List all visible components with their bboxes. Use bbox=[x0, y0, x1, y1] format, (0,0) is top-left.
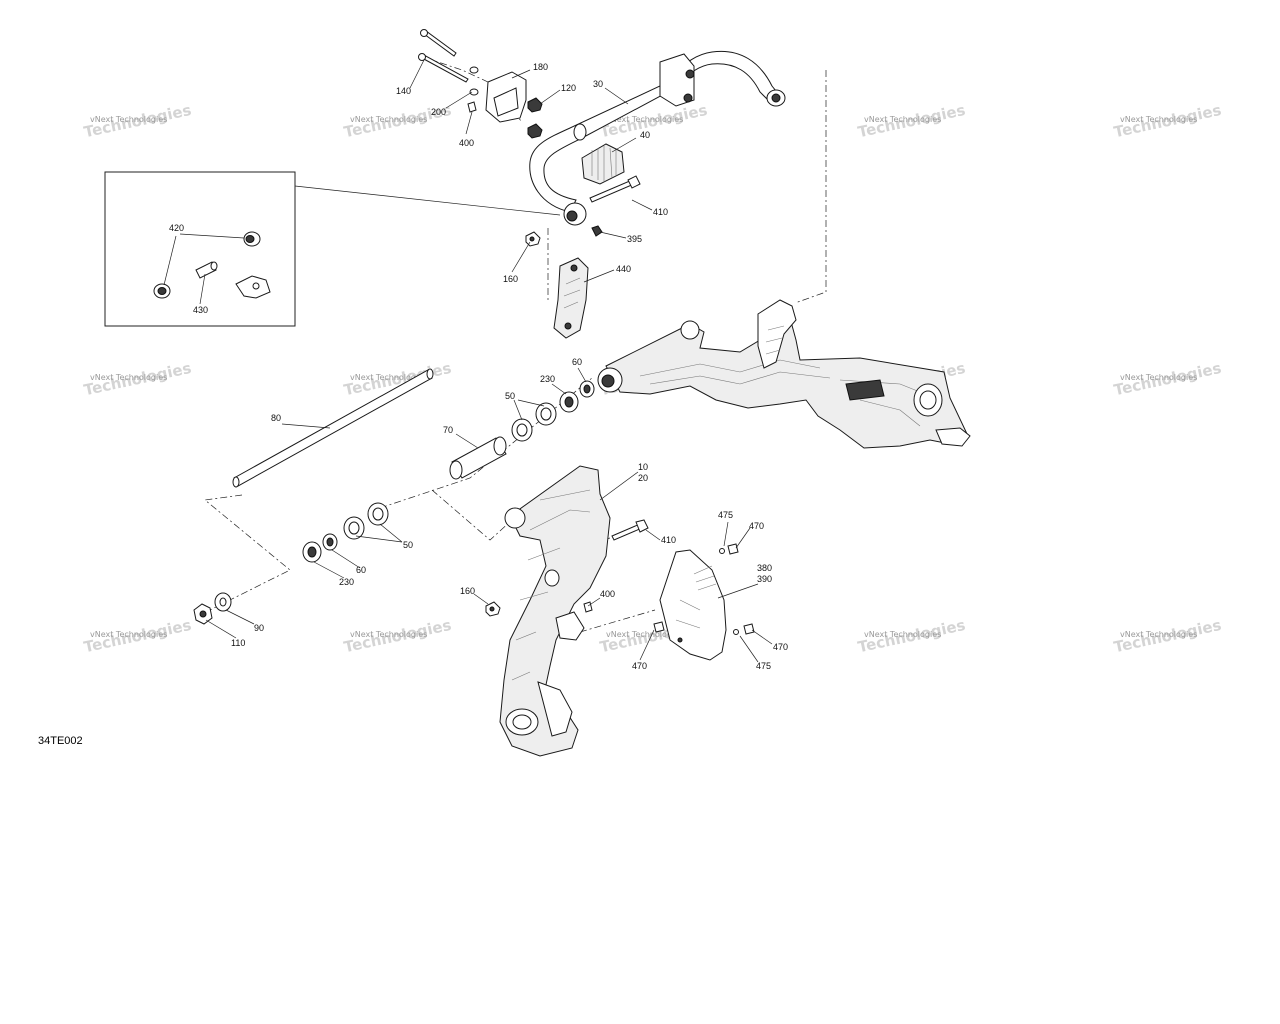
bushing-part bbox=[243, 231, 261, 247]
diagram-reference-code: 34TE002 bbox=[38, 735, 83, 747]
callout-70: 70 bbox=[443, 425, 453, 435]
callout-390: 390 bbox=[757, 574, 772, 584]
centerline-lower bbox=[431, 489, 513, 541]
leader-430 bbox=[199, 273, 206, 305]
callout-80: 80 bbox=[271, 413, 281, 423]
inset-frame bbox=[104, 171, 296, 327]
nut-395 bbox=[591, 225, 603, 237]
callout-60-lower: 60 bbox=[356, 565, 366, 575]
callout-400-lower: 400 bbox=[600, 589, 615, 599]
nut-160-lower bbox=[485, 601, 501, 617]
watermark-text: vNext Technologies bbox=[864, 630, 941, 639]
callout-410-upper: 410 bbox=[653, 207, 668, 217]
watermark-text: vNext Technologies bbox=[90, 373, 167, 382]
bar-bushing bbox=[581, 143, 625, 185]
arm-guard bbox=[659, 549, 727, 661]
callout-50-lower: 50 bbox=[403, 540, 413, 550]
callout-475-lower: 475 bbox=[756, 661, 771, 671]
watermark-text: vNext Technologies bbox=[350, 115, 427, 124]
lower-trailing-arm bbox=[499, 465, 611, 757]
callout-20: 20 bbox=[638, 473, 648, 483]
lower-arm-pivot bbox=[504, 507, 526, 529]
guard-screws bbox=[653, 543, 755, 635]
lower-bearings bbox=[302, 502, 389, 563]
callout-60-upper: 60 bbox=[572, 357, 582, 367]
callout-475-upper: 475 bbox=[718, 510, 733, 520]
watermark-text: vNext Technologies bbox=[350, 630, 427, 639]
stabilizer-link bbox=[553, 257, 589, 339]
callout-110: 110 bbox=[231, 638, 245, 648]
callout-440: 440 bbox=[616, 264, 631, 274]
centerline-right bbox=[794, 70, 827, 304]
arm-guard-body bbox=[659, 549, 727, 661]
shaft-washer bbox=[214, 592, 232, 612]
callout-410-lower: 410 bbox=[661, 535, 676, 545]
callout-200: 200 bbox=[431, 107, 446, 117]
leader-lines bbox=[205, 59, 773, 663]
upper-arm-mount bbox=[757, 299, 797, 369]
centerline-guard bbox=[579, 609, 656, 633]
lower-arm-bushing bbox=[544, 569, 560, 587]
callout-140: 140 bbox=[396, 86, 411, 96]
watermark-text: vNext Technologies bbox=[1120, 630, 1197, 639]
bar-clamp-right bbox=[659, 53, 695, 107]
link-bolt-lower bbox=[611, 519, 649, 541]
callout-400-upper: 400 bbox=[459, 138, 474, 148]
inset-pointer-line bbox=[294, 185, 561, 216]
callout-160-upper: 160 bbox=[503, 274, 518, 284]
callout-160-lower: 160 bbox=[460, 586, 475, 596]
link-bolt-upper bbox=[589, 175, 641, 203]
stabilizer-bar bbox=[529, 50, 786, 226]
callout-380: 380 bbox=[757, 563, 772, 573]
callout-10: 10 bbox=[638, 462, 648, 472]
watermark-text: vNext Technologies bbox=[350, 373, 427, 382]
callout-470-right: 470 bbox=[773, 642, 788, 652]
upper-arm-body bbox=[605, 317, 969, 449]
clamp-bolts bbox=[418, 29, 469, 83]
centerline-left bbox=[199, 494, 291, 616]
watermark-text: vNext Technologies bbox=[606, 115, 683, 124]
callout-180: 180 bbox=[533, 62, 548, 72]
watermark-text: vNext Technologies bbox=[90, 115, 167, 124]
callout-40: 40 bbox=[640, 130, 650, 140]
shaft-nut bbox=[193, 603, 213, 625]
callout-430: 430 bbox=[193, 305, 208, 315]
detail-inset bbox=[104, 171, 561, 327]
callout-90: 90 bbox=[254, 623, 264, 633]
clip-part bbox=[235, 275, 271, 299]
callout-395: 395 bbox=[627, 234, 642, 244]
washer-400-lower bbox=[583, 601, 593, 613]
watermark-text: vNext Technologies bbox=[1120, 115, 1197, 124]
watermark-text: vNext Technologies bbox=[606, 630, 683, 639]
watermark-text: vNext Technologies bbox=[90, 630, 167, 639]
watermark-text: vNext Technologies bbox=[864, 115, 941, 124]
callout-labels: 180 140 120 30 200 400 40 410 395 420 43… bbox=[169, 62, 788, 671]
upper-bearings bbox=[511, 380, 595, 442]
stabilizer-bar-body bbox=[529, 50, 781, 213]
callout-230-upper: 230 bbox=[540, 374, 555, 384]
callout-120: 120 bbox=[561, 83, 576, 93]
leader-420-a bbox=[179, 233, 245, 239]
callout-470-upper: 470 bbox=[749, 521, 764, 531]
spacer-tube bbox=[449, 436, 507, 480]
callout-470-left: 470 bbox=[632, 661, 647, 671]
pivot-shaft bbox=[232, 368, 434, 488]
upper-trailing-arm bbox=[597, 299, 971, 449]
clamp-nuts bbox=[467, 66, 543, 139]
callout-30: 30 bbox=[593, 79, 603, 89]
bushing-clamp bbox=[485, 71, 527, 123]
callout-230-lower: 230 bbox=[339, 577, 354, 587]
washer-part bbox=[153, 283, 171, 299]
callout-50-upper: 50 bbox=[505, 391, 515, 401]
nut-160-upper bbox=[525, 231, 541, 247]
callout-420: 420 bbox=[169, 223, 184, 233]
sleeve-part bbox=[195, 261, 218, 279]
leader-420-b bbox=[163, 235, 177, 286]
watermark-text: vNext Technologies bbox=[1120, 373, 1197, 382]
